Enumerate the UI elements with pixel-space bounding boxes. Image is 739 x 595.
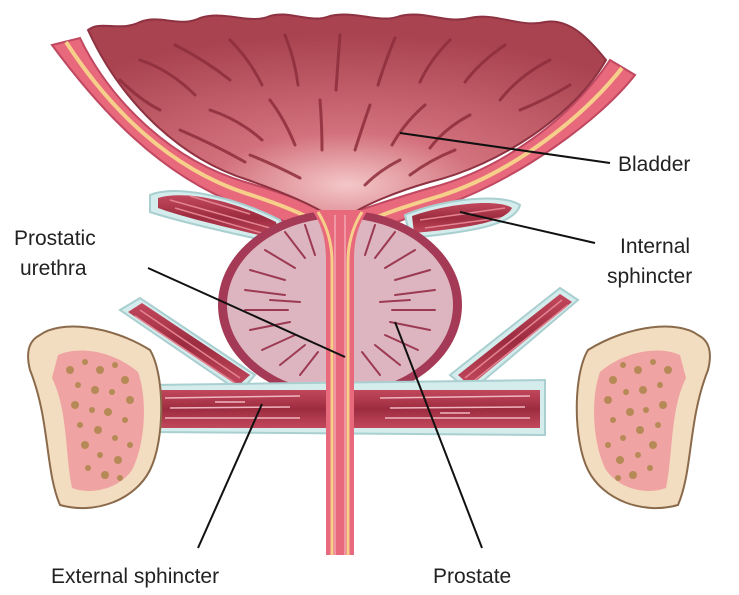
bladder	[88, 14, 606, 215]
pelvic-bone-right	[577, 327, 710, 509]
label-prostatic-urethra-line2: urethra	[20, 256, 87, 281]
label-internal-sphincter-line1: Internal	[620, 234, 690, 259]
levator-right	[450, 288, 578, 392]
pelvic-bone-left	[28, 327, 161, 509]
label-external-sphincter: External sphincter	[51, 564, 219, 589]
label-prostatic-urethra-line1: Prostatic	[14, 226, 96, 251]
label-bladder: Bladder	[618, 152, 690, 177]
label-internal-sphincter-line2: sphincter	[607, 264, 692, 289]
label-prostate: Prostate	[433, 564, 511, 589]
